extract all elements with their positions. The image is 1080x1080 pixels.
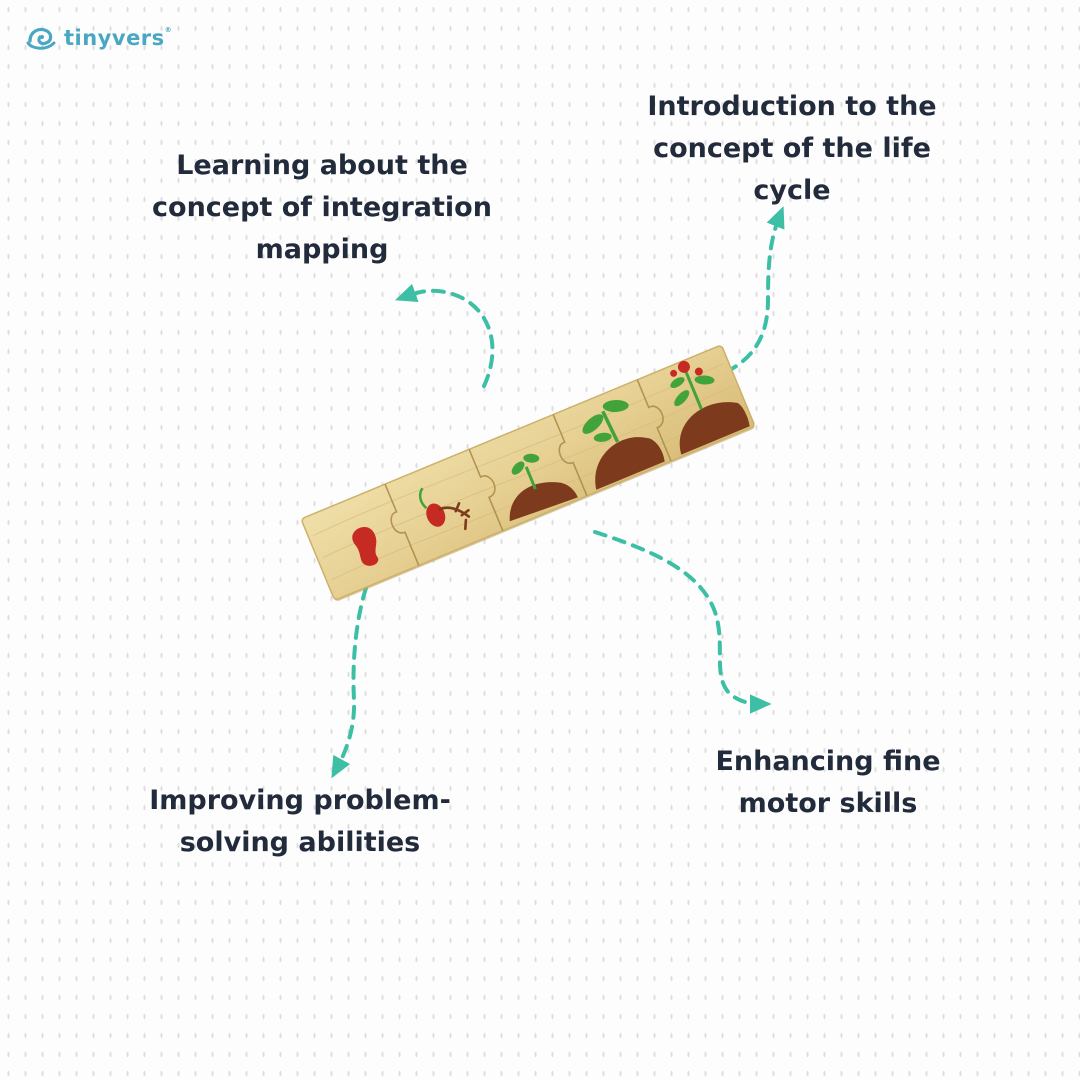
- arrow-to-integration-mapping: [394, 283, 495, 388]
- arrow-to-life-cycle: [706, 206, 785, 382]
- benefit-fine-motor-skills: Enhancing fine motor skills: [690, 741, 966, 825]
- arrow-to-fine-motor: [593, 530, 772, 714]
- stage-sprout: [509, 453, 578, 522]
- benefit-line: Learning about the: [176, 150, 468, 181]
- benefit-line: solving abilities: [179, 827, 421, 858]
- arrow-to-problem-solving: [331, 586, 368, 779]
- benefit-line: mapping: [255, 234, 389, 265]
- benefit-line: Introduction to the: [647, 91, 937, 122]
- benefit-life-cycle: Introduction to the concept of the life …: [626, 86, 958, 212]
- swirl-face-icon: [26, 27, 56, 50]
- benefit-line: Enhancing fine: [715, 746, 941, 777]
- benefit-line: concept of the life: [653, 133, 931, 164]
- benefit-problem-solving: Improving problem- solving abilities: [112, 780, 488, 864]
- benefit-line: cycle: [753, 175, 831, 206]
- stage-seed: [352, 527, 379, 566]
- benefit-line: Improving problem-: [149, 785, 451, 816]
- benefit-integration-mapping: Learning about the concept of integratio…: [120, 145, 524, 271]
- stage-flowering-plant: [670, 360, 750, 455]
- brand-logo: tinyvers®: [26, 25, 172, 51]
- stage-seedling: [582, 399, 665, 490]
- stage-germinating-seed: [418, 487, 471, 531]
- benefit-line: concept of integration: [152, 192, 492, 223]
- puzzle-strip: [301, 345, 755, 601]
- brand-name: tinyvers®: [64, 26, 173, 50]
- benefit-line: motor skills: [738, 788, 918, 819]
